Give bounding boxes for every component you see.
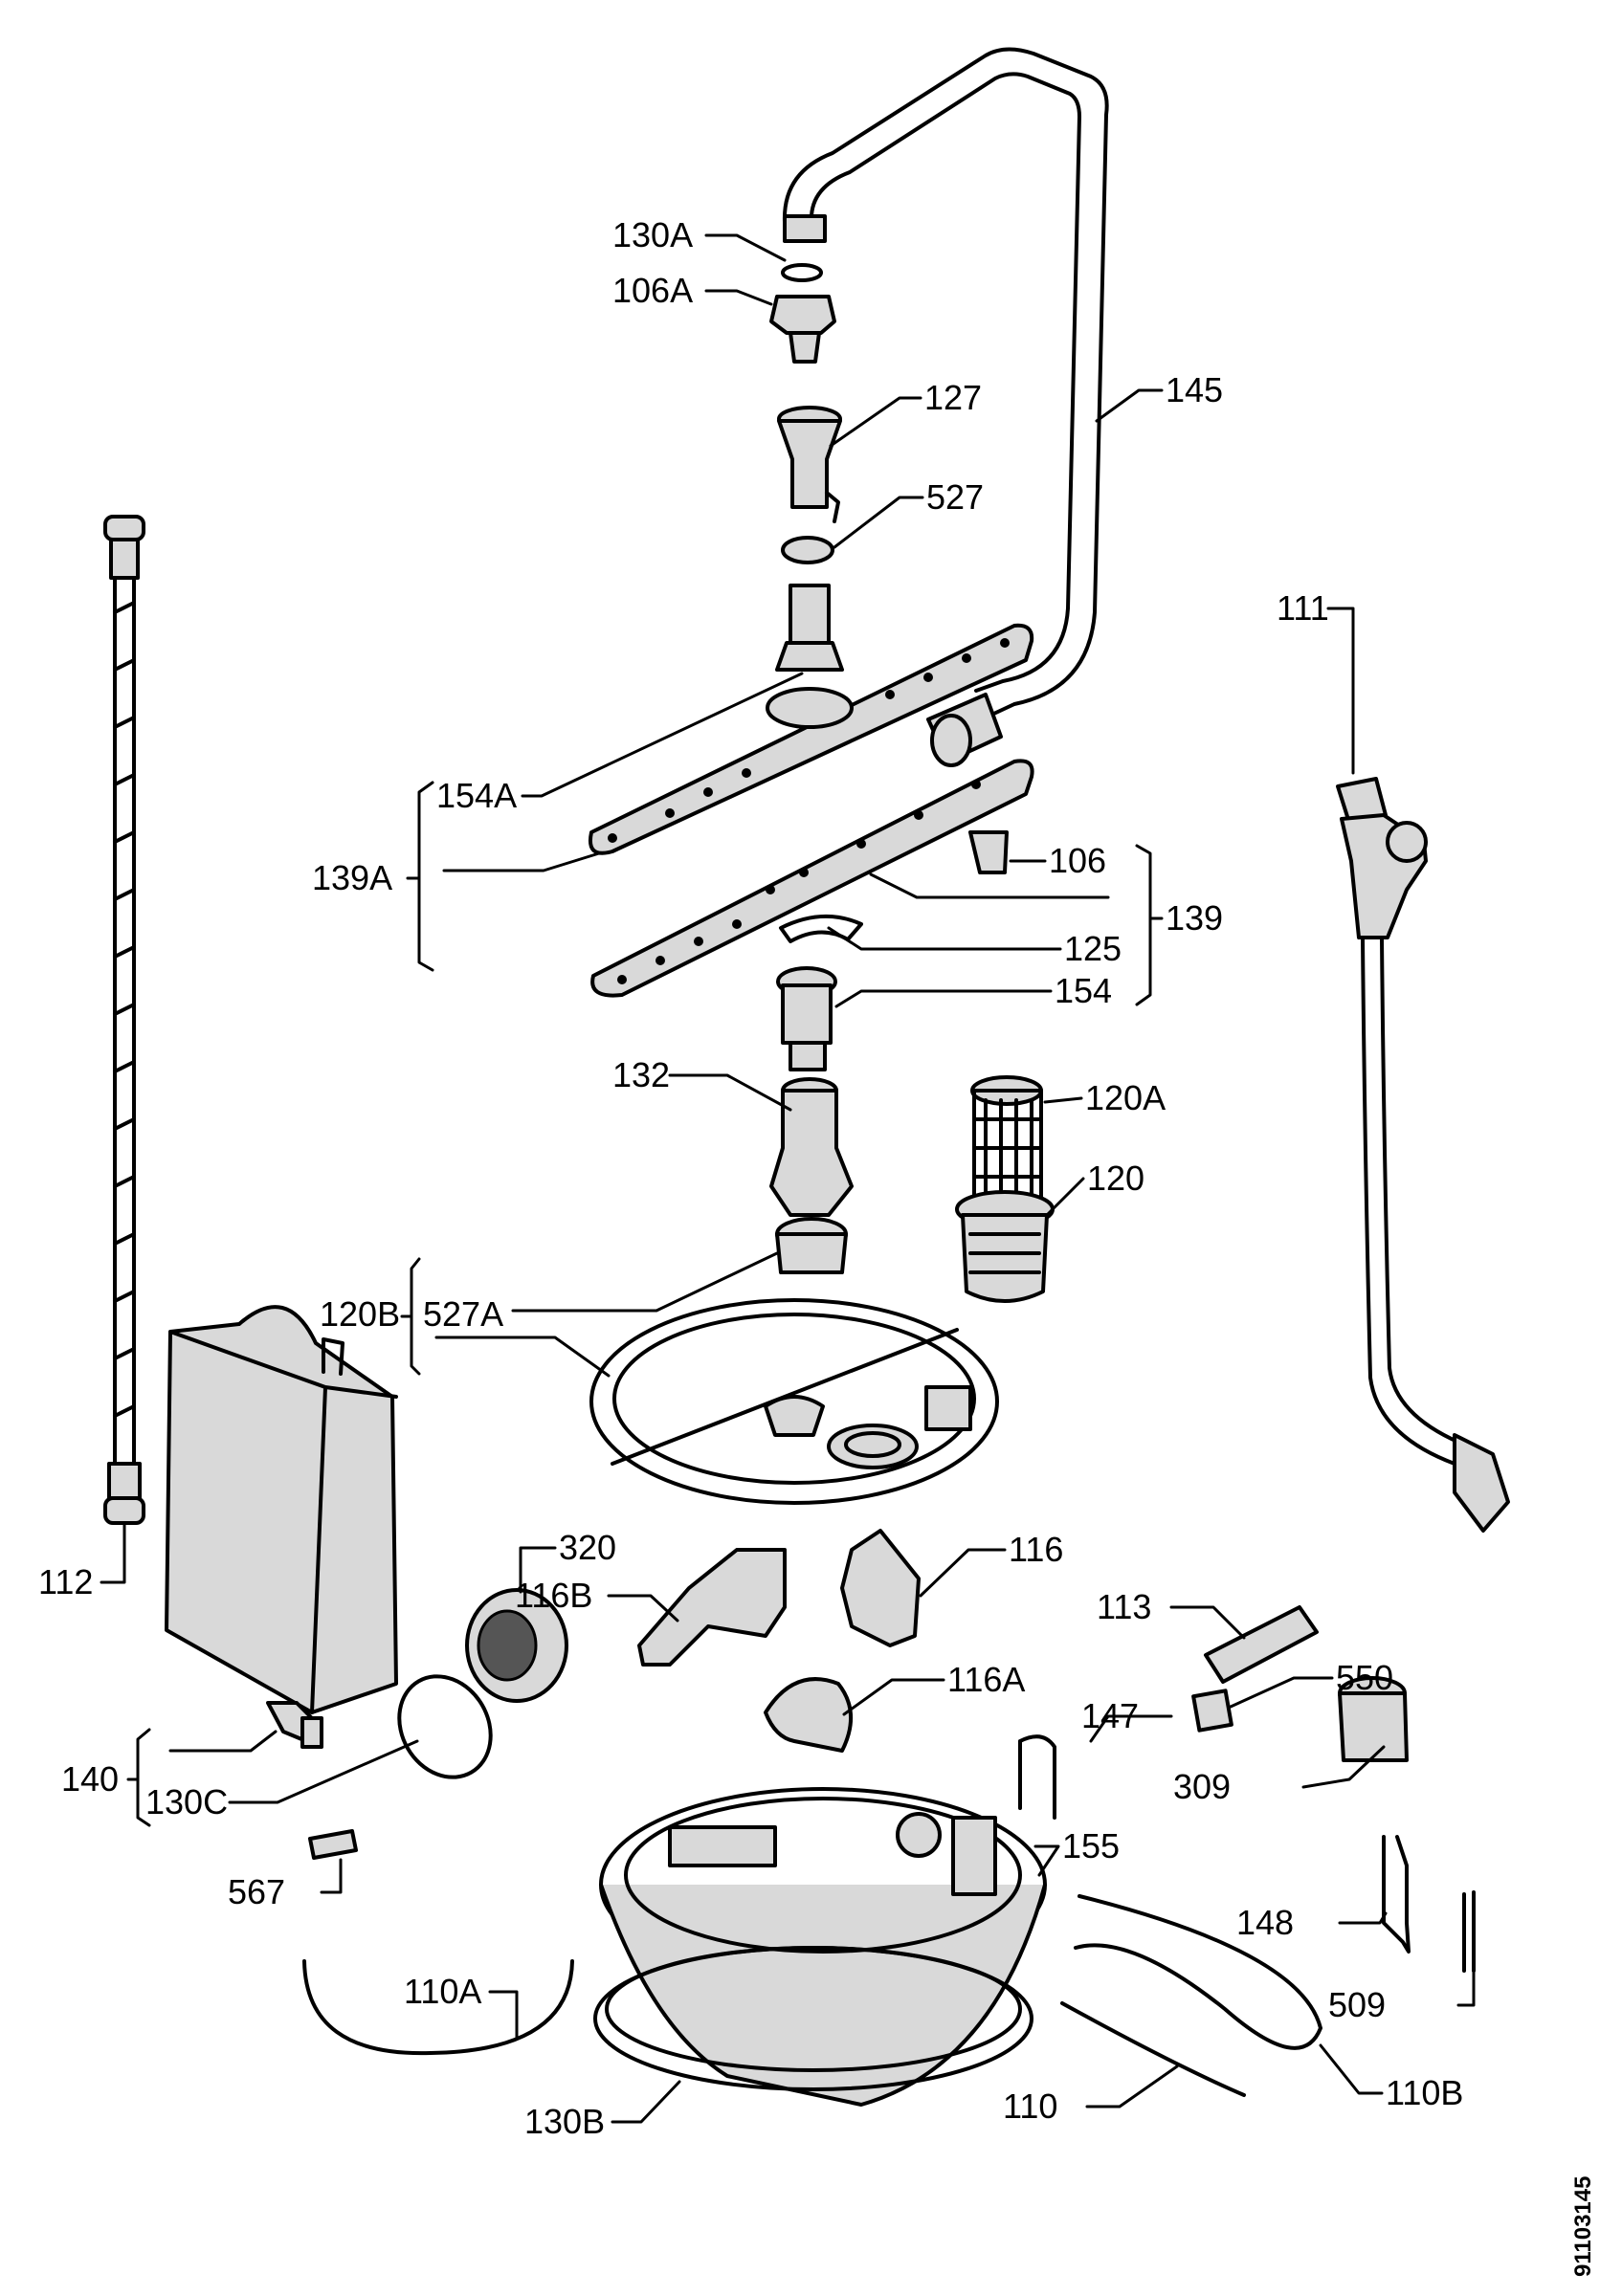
label-147: 147 [1081,1696,1139,1735]
coupling-127 [777,406,842,523]
hose-110 [1060,2001,1246,2097]
lower-arm-nut-154 [776,966,837,1071]
o-ring-130A [781,263,823,282]
label-148: 148 [1236,1903,1294,1942]
retaining-clip-125 [779,915,863,943]
bush-527A [775,1217,848,1274]
label-111: 111 [1277,588,1329,628]
label-320: 320 [559,1528,616,1567]
lower-spray-arm-139 [590,759,1034,998]
label-110: 110 [1003,2086,1057,2126]
label-113: 113 [1097,1587,1151,1626]
label-130B: 130B [524,2102,605,2141]
label-550: 550 [1336,1658,1393,1697]
leader-lines [100,233,1476,2124]
label-309: 309 [1173,1767,1231,1806]
impeller-320 [465,1588,568,1703]
label-132: 132 [612,1055,670,1094]
label-116A: 116A [947,1660,1025,1699]
inlet-hose-111 [1336,777,1510,1533]
label-139A: 139A [312,858,392,897]
filter-plate-120B [589,1298,999,1505]
hose-110B [1074,1894,1322,2050]
nut-106A [769,295,836,364]
part-116 [840,1529,921,1647]
label-527A: 527A [423,1294,503,1334]
label-120: 120 [1087,1159,1144,1198]
pin-509 [1462,1890,1476,1973]
upper-spray-arm-154A [589,623,1034,855]
label-139: 139 [1166,898,1223,938]
clip-148 [1382,1835,1411,1954]
label-130A: 130A [612,215,693,254]
part-116A [764,1677,854,1753]
part-116B [637,1548,787,1667]
label-155: 155 [1062,1826,1120,1866]
water-softener-140 [165,1305,398,1749]
bracket-147 [1018,1734,1056,1820]
callout-labels: 130A 106A 127 145 527 111 154A 139A 106 … [38,215,1463,2141]
drain-hose-112 [103,515,145,1525]
label-110A: 110A [404,1972,481,2011]
label-145: 145 [1166,370,1223,409]
label-112: 112 [38,1562,93,1601]
document-number: 91103145 [1570,2176,1596,2277]
label-120B: 120B [320,1294,400,1334]
hose-110A [302,1959,574,2056]
part-550 [1191,1689,1233,1733]
upper-arm-spindle [775,584,844,672]
sleeve-132 [769,1077,854,1217]
label-116B: 116B [515,1576,592,1615]
part-309 [1338,1676,1409,1762]
label-125: 125 [1064,929,1122,968]
label-110B: 110B [1386,2073,1463,2112]
label-140: 140 [61,1759,119,1799]
part-567 [308,1829,358,1860]
filter-120 [955,1190,1055,1303]
label-527: 527 [926,477,984,517]
clip-106 [968,830,1009,874]
label-567: 567 [228,1872,285,1911]
label-154A: 154A [436,776,517,815]
label-120A: 120A [1085,1078,1166,1117]
upper-spray-pipe-145 [782,47,1109,767]
label-116: 116 [1009,1530,1063,1569]
gasket-130C [397,1674,493,1779]
micro-filter-120A [970,1075,1043,1200]
label-154: 154 [1055,971,1112,1010]
washer-527 [781,536,834,564]
label-127: 127 [924,378,982,417]
label-106A: 106A [612,271,693,310]
label-106: 106 [1049,841,1106,880]
label-509: 509 [1328,1985,1386,2024]
label-130C: 130C [145,1782,228,1821]
pipe-113 [1204,1605,1319,1684]
